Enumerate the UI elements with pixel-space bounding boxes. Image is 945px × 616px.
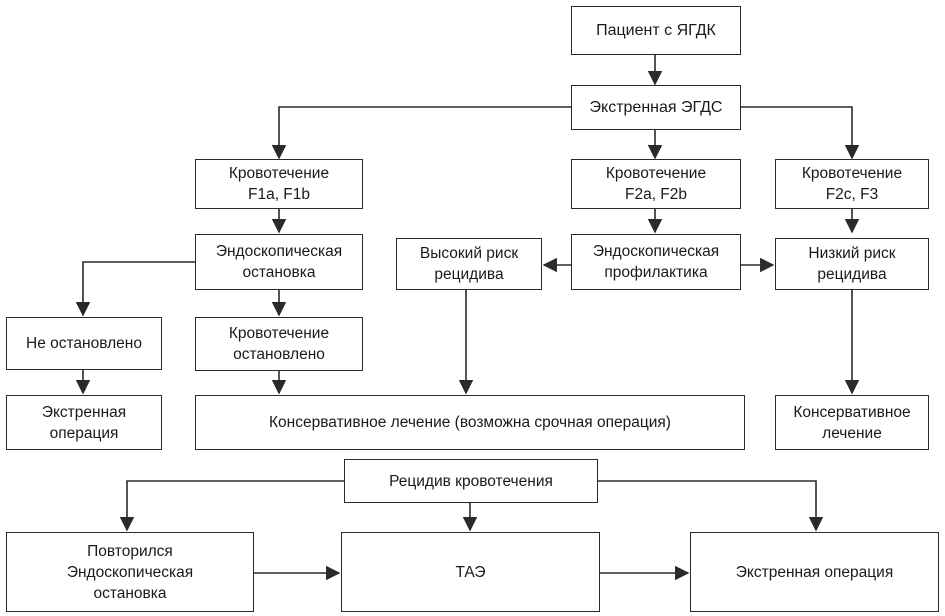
node-emergency-operation: Экстренная операция xyxy=(6,395,162,450)
node-bleeding-f3: Кровотечение F2c, F3 xyxy=(775,159,929,209)
node-low-risk: Низкий риск рецидива xyxy=(775,238,929,290)
node-emergency-operation-final: Экстренная операция xyxy=(690,532,939,612)
arrow-egds-f1 xyxy=(271,106,571,160)
arrow-egds-f3 xyxy=(741,106,860,160)
node-bleeding-relapse: Рецидив кровотечения xyxy=(344,459,598,503)
node-not-stopped: Не остановлено xyxy=(6,317,162,370)
node-conservative-treatment: Консервативное лечение (возможна срочная… xyxy=(195,395,745,450)
node-tae: ТАЭ xyxy=(341,532,600,612)
node-egds: Экстренная ЭГДС xyxy=(571,85,741,130)
node-bleeding-stopped: Кровотечение остановлено xyxy=(195,317,363,371)
arrow-relapse-repeat xyxy=(119,480,344,532)
arrow-relapse-emergop xyxy=(598,480,824,532)
node-endoscopic-stop: Эндоскопическая остановка xyxy=(195,234,363,290)
node-bleeding-f1: Кровотечение F1a, F1b xyxy=(195,159,363,209)
node-endoscopic-prophylaxis: Эндоскопическая профилактика xyxy=(571,234,741,290)
node-repeat-endoscopic-stop: Повторился Эндоскопическая остановка xyxy=(6,532,254,612)
node-bleeding-f2: Кровотечение F2a, F2b xyxy=(571,159,741,209)
node-high-risk: Высокий риск рецидива xyxy=(396,238,542,290)
node-patient: Пациент с ЯГДК xyxy=(571,6,741,55)
node-conservative-treatment-right: Консервативное лечение xyxy=(775,395,929,450)
arrow-endostop-notstopped xyxy=(75,261,195,317)
